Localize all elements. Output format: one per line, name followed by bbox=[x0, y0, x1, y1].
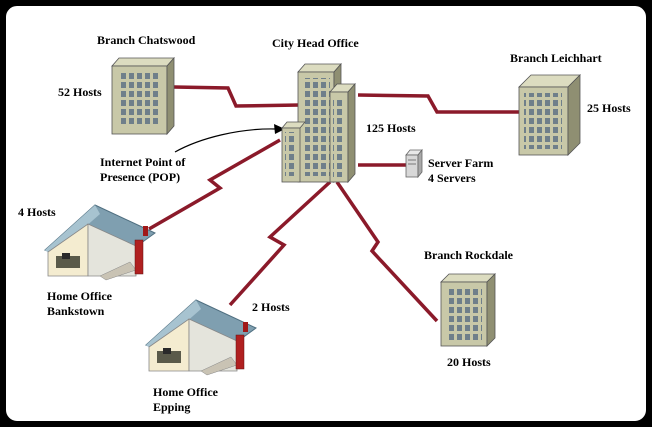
pop-arrow bbox=[174, 124, 285, 153]
link-rockdale bbox=[335, 181, 439, 323]
leichhardt-name-label: Branch Leichhart bbox=[510, 51, 602, 65]
building-head-office bbox=[281, 62, 356, 184]
epping-hosts-label: 2 Hosts bbox=[252, 300, 290, 314]
house-epping bbox=[145, 299, 257, 376]
server-farm-label: Server Farm 4 Servers bbox=[428, 156, 493, 186]
building-chatswood bbox=[111, 56, 175, 136]
leichhardt-hosts-label: 25 Hosts bbox=[587, 101, 631, 115]
network-canvas bbox=[44, 56, 581, 376]
link-chatswood bbox=[173, 85, 301, 108]
rockdale-name-label: Branch Rockdale bbox=[424, 248, 514, 262]
pop-label-line2: Presence (POP) bbox=[100, 170, 181, 184]
epping-name-line1: Home Office bbox=[153, 385, 218, 399]
pop-label: Internet Point of Presence (POP) bbox=[100, 155, 185, 185]
link-bankstown bbox=[148, 138, 281, 231]
chatswood-hosts-label: 52 Hosts bbox=[58, 85, 102, 99]
rockdale-hosts-label: 20 Hosts bbox=[447, 355, 491, 369]
house-bankstown bbox=[44, 204, 156, 281]
server-farm-label-line2: 4 Servers bbox=[428, 171, 476, 185]
bankstown-hosts-label: 4 Hosts bbox=[18, 205, 56, 219]
diagram-frame: Branch Chatswood 52 Hosts City Head Offi… bbox=[3, 3, 649, 424]
server-farm-label-line1: Server Farm bbox=[428, 156, 494, 170]
server-farm-icon bbox=[405, 148, 423, 179]
bankstown-name-label: Home Office Bankstown bbox=[47, 289, 112, 319]
head-office-hosts-label: 125 Hosts bbox=[366, 121, 416, 135]
building-rockdale bbox=[440, 273, 496, 347]
chatswood-name-label: Branch Chatswood bbox=[97, 33, 196, 47]
building-leichhardt bbox=[518, 74, 581, 156]
epping-name-label: Home Office Epping bbox=[153, 385, 218, 415]
link-epping bbox=[228, 180, 332, 307]
pop-label-line1: Internet Point of bbox=[100, 155, 186, 169]
bankstown-name-line2: Bankstown bbox=[47, 304, 105, 318]
head-office-title-label: City Head Office bbox=[272, 36, 359, 50]
epping-name-line2: Epping bbox=[153, 400, 191, 414]
wan-links bbox=[148, 85, 520, 323]
bankstown-name-line1: Home Office bbox=[47, 289, 112, 303]
link-leichhardt bbox=[357, 93, 520, 114]
